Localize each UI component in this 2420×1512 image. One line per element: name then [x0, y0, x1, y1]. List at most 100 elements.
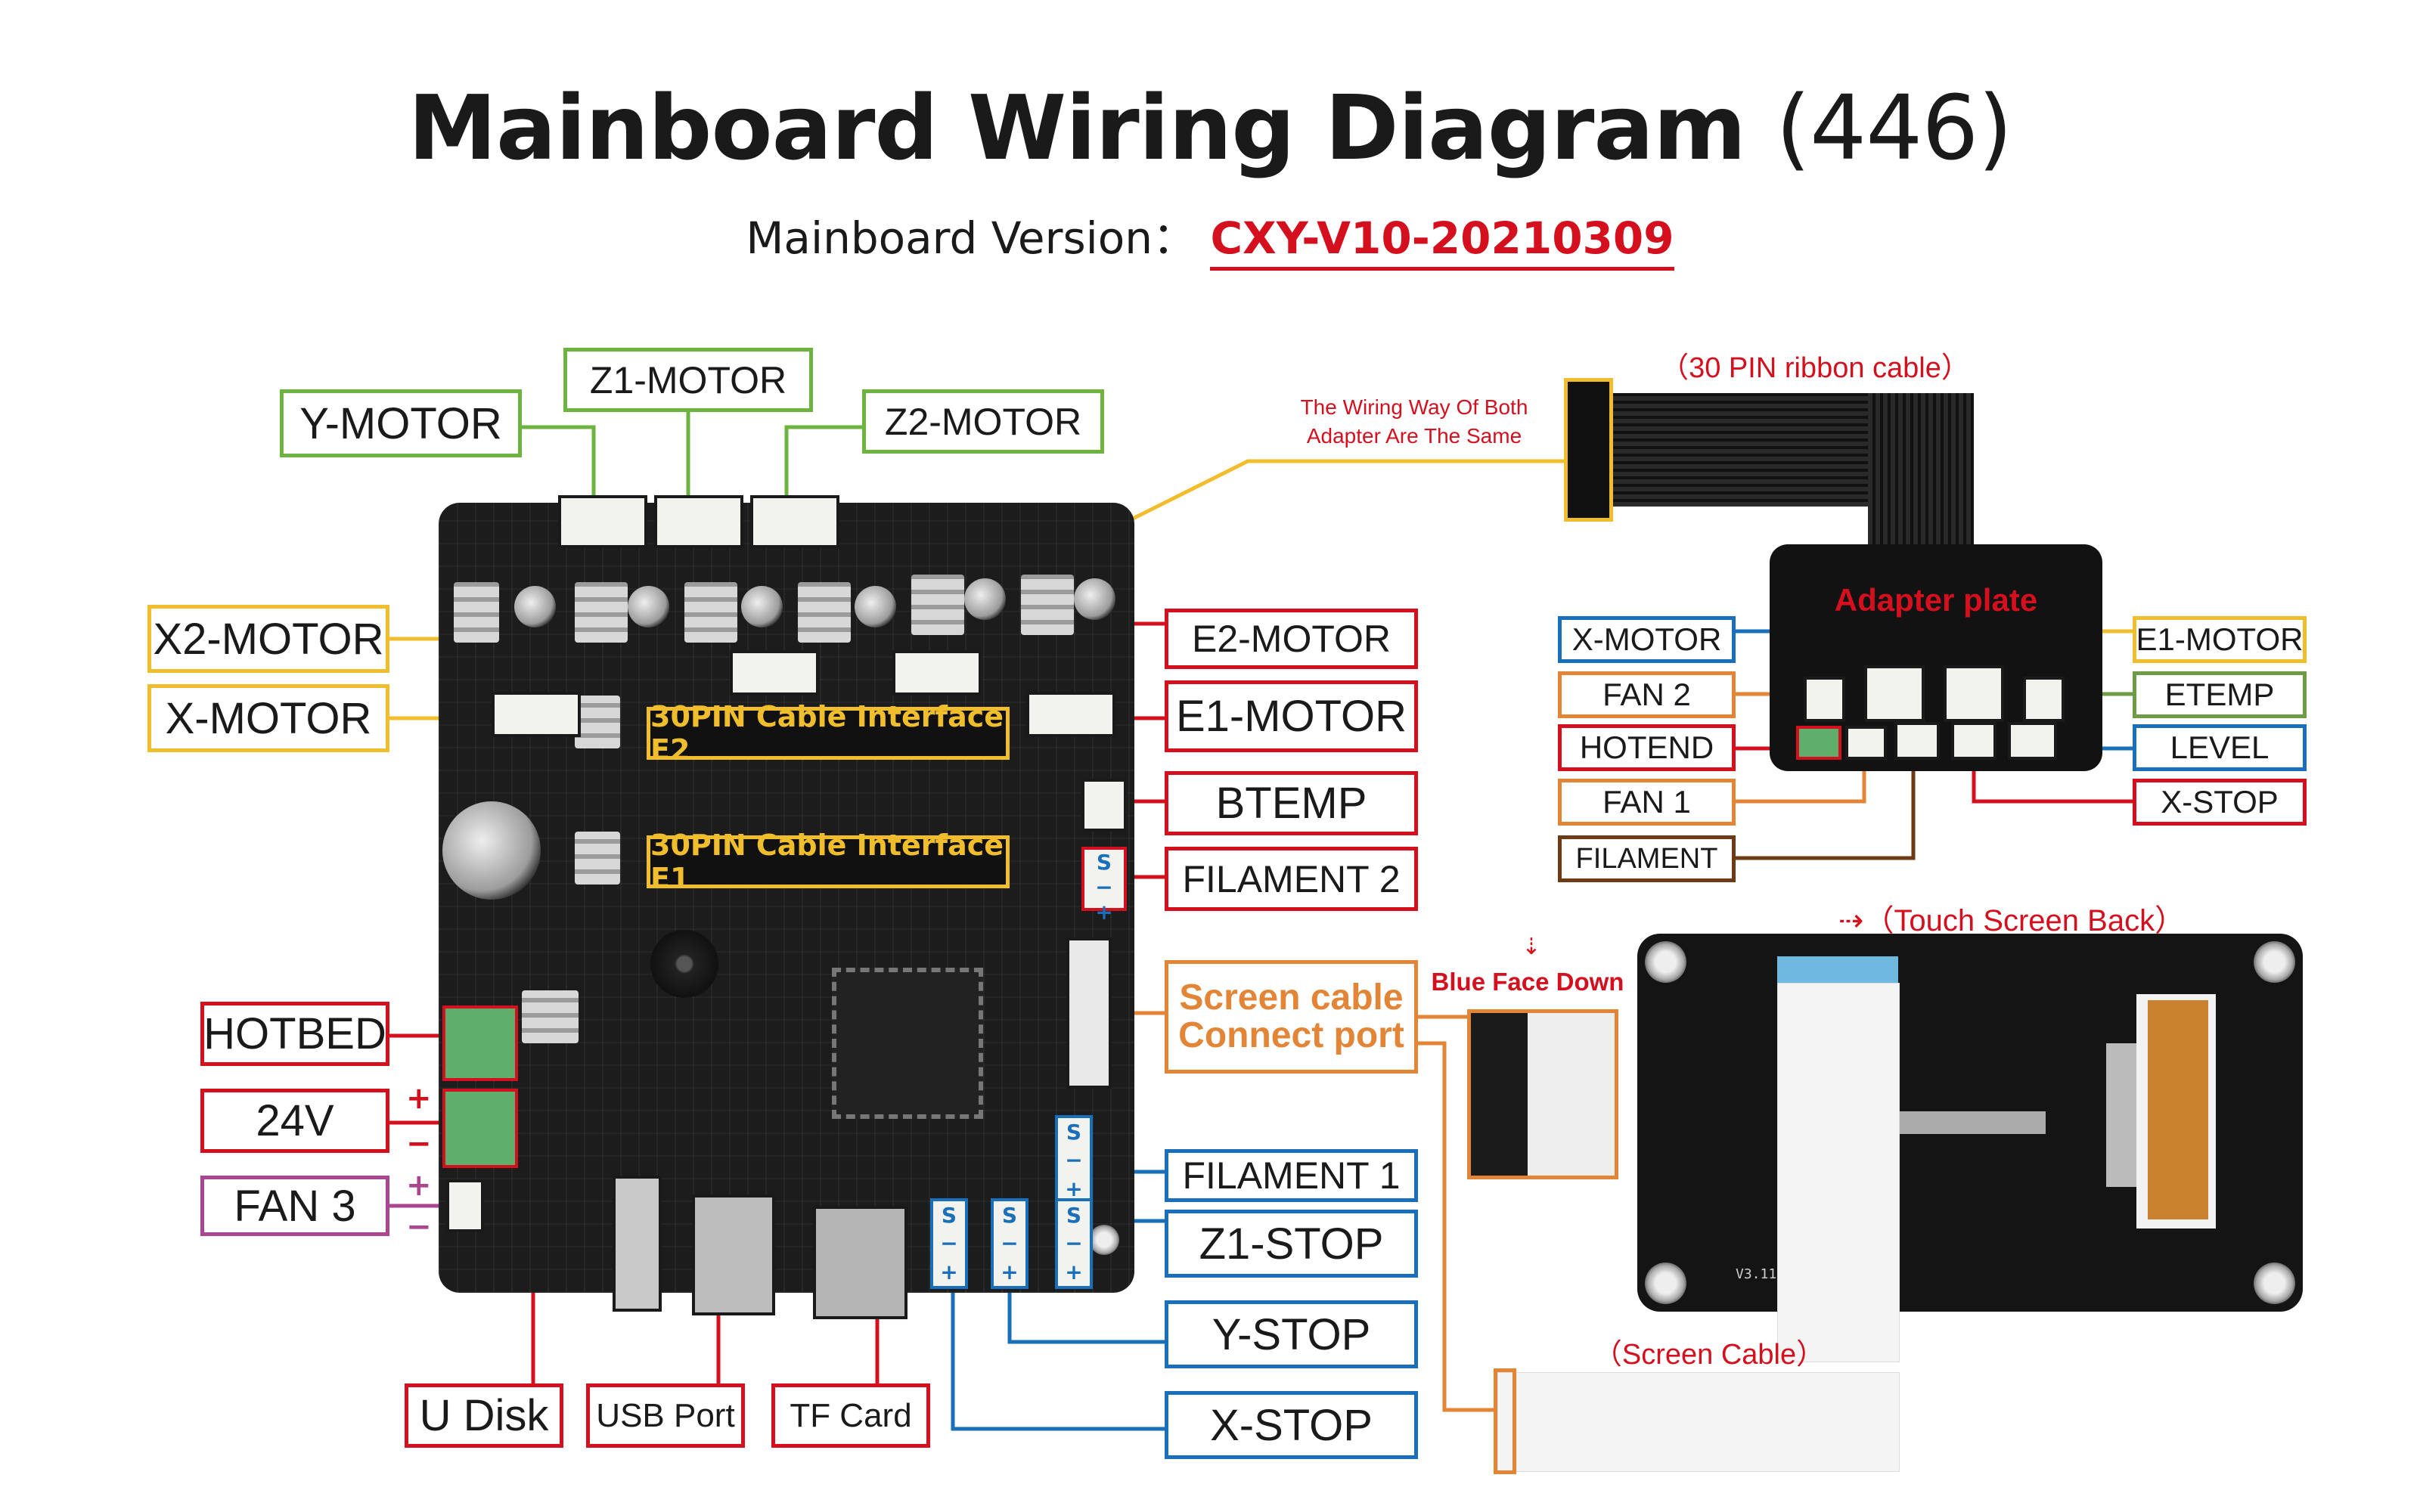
filament1-connector: S−+ [1055, 1115, 1093, 1206]
page-title: Mainboard Wiring Diagram (446) [0, 76, 2420, 180]
u-disk-port [613, 1176, 662, 1312]
lcd-flex [2148, 1000, 2208, 1219]
pin-minus: − [1001, 1231, 1019, 1256]
blue-face-caption: Blue Face Down [1431, 968, 1624, 996]
pin-s: S [1066, 1203, 1082, 1228]
screen-cable-line2: Connect port [1178, 1015, 1404, 1055]
capacitor [964, 578, 1006, 620]
ribbon-connector-e [1564, 378, 1613, 522]
heatsink [911, 575, 964, 635]
title-text: Mainboard Wiring Diagram [408, 76, 1746, 180]
label-x-motor: X-MOTOR [147, 684, 389, 752]
label-filament1: FILAMENT 1 [1165, 1149, 1418, 1202]
ad-e1-motor-connector [1944, 665, 2004, 722]
label-y-stop: Y-STOP [1165, 1300, 1418, 1368]
label-u-disk: U Disk [405, 1383, 563, 1448]
label-fan3: FAN 3 [200, 1176, 389, 1236]
screen-cable-connector [1894, 1111, 2046, 1134]
minus-sign-fan3: − [406, 1210, 432, 1244]
capacitor [1074, 578, 1115, 620]
heatsink [575, 696, 620, 748]
z1-motor-connector [654, 495, 743, 548]
label-tf-card: TF Card [771, 1383, 930, 1448]
line-z2-motor [784, 425, 862, 499]
30pin-interface-e1: 30PIN Cable Interface E1 [647, 829, 1010, 895]
30pin-interface-e2: 30PIN Cable Interface E2 [647, 700, 1010, 767]
blue-face-inset [1467, 1009, 1618, 1179]
capacitor [855, 586, 896, 627]
wiring-note: The Wiring Way Of Both Adapter Are The S… [1255, 393, 1573, 451]
pin-plus: + [940, 1259, 958, 1284]
label-filament2: FILAMENT 2 [1165, 847, 1418, 911]
pin-s: S [1001, 1203, 1018, 1228]
ad-level-connector [2008, 722, 2057, 760]
plus-sign-fan3: + [406, 1168, 432, 1203]
heatsink [522, 990, 579, 1043]
screen-cable-end [1494, 1368, 1516, 1474]
e1-motor-connector [1026, 692, 1115, 737]
hotbed-terminal [442, 1005, 518, 1081]
ad-etemp-connector [2023, 677, 2065, 722]
y-stop-connector: S − + [991, 1198, 1028, 1289]
capacitor [628, 586, 669, 627]
label-hotbed: HOTBED [200, 1002, 389, 1066]
pin-s: S [1096, 850, 1112, 875]
ad-hotend-terminal [1796, 726, 1841, 760]
label-e2-motor: E2-MOTOR [1165, 609, 1418, 669]
title-suffix: (446) [1776, 76, 2012, 180]
line-screen-cable [1414, 1041, 1494, 1412]
mount-hole [2254, 1263, 2295, 1304]
heatsink [798, 582, 851, 643]
heatsink [1021, 575, 1074, 635]
adapter-plate-label: Adapter plate [1834, 582, 2038, 618]
pin-s: S [941, 1203, 957, 1228]
lcd-flex-window [2136, 994, 2216, 1228]
pin-plus: + [1065, 1176, 1083, 1201]
label-btemp: BTEMP [1165, 771, 1418, 835]
line-y-motor [522, 425, 596, 499]
z1-stop-connector: S−+ [1055, 1198, 1093, 1289]
screen-cable-horizontal [1497, 1372, 1900, 1472]
pin-plus: + [1095, 900, 1113, 925]
buzzer [650, 930, 718, 998]
label-e1-motor: E1-MOTOR [1165, 680, 1418, 752]
y-motor-connector [558, 495, 647, 548]
capacitor [741, 586, 783, 627]
ad-fan2-connector [1804, 677, 1845, 722]
mount-hole [1645, 1263, 1686, 1304]
mount-hole [1645, 941, 1686, 983]
touch-screen-back: V3.11 [1637, 934, 2303, 1312]
lcd-connector [2106, 1043, 2136, 1187]
line-ad-filament [1736, 756, 1916, 860]
ad-x-stop-connector [1951, 722, 1996, 760]
mcu-chip [832, 968, 983, 1119]
touch-screen-caption: ⇢（Touch Screen Back） [1838, 904, 2186, 937]
fan3-connector [446, 1179, 484, 1232]
wiring-note-line1: The Wiring Way Of Both [1300, 395, 1528, 419]
ad-label-fan2: FAN 2 [1558, 671, 1736, 718]
ad-fan1-connector [1845, 726, 1887, 760]
ad-label-filament: FILAMENT [1558, 835, 1736, 882]
heatsink [454, 582, 499, 643]
mainboard-pcb [439, 503, 1134, 1293]
ad-label-x-motor: X-MOTOR [1558, 616, 1736, 663]
ribbon-caption: （30 PIN ribbon cable） [1660, 352, 1970, 384]
heatsink [684, 582, 737, 643]
wiring-note-line2: Adapter Are The Same [1306, 423, 1522, 448]
screen-cable-vertical [1777, 983, 1900, 1362]
24v-terminal [442, 1089, 518, 1168]
label-x2-motor: X2-MOTOR [147, 605, 389, 673]
label-z1-motor: Z1-MOTOR [563, 348, 813, 412]
down-arrow-icon: ⇣ [1522, 934, 1541, 959]
ad-label-level: LEVEL [2133, 724, 2307, 771]
x2-motor-connector [730, 650, 819, 696]
pin-plus: + [1001, 1259, 1019, 1284]
large-capacitor [442, 801, 541, 900]
screen-cable-line1: Screen cable [1179, 977, 1404, 1018]
x-stop-connector: S − + [930, 1198, 968, 1289]
pin-minus: − [940, 1231, 958, 1256]
ad-label-etemp: ETEMP [2133, 671, 2307, 718]
board-version: V3.11 [1736, 1266, 1777, 1282]
label-y-motor: Y-MOTOR [280, 389, 522, 457]
filament2-connector: S − + [1081, 847, 1127, 925]
